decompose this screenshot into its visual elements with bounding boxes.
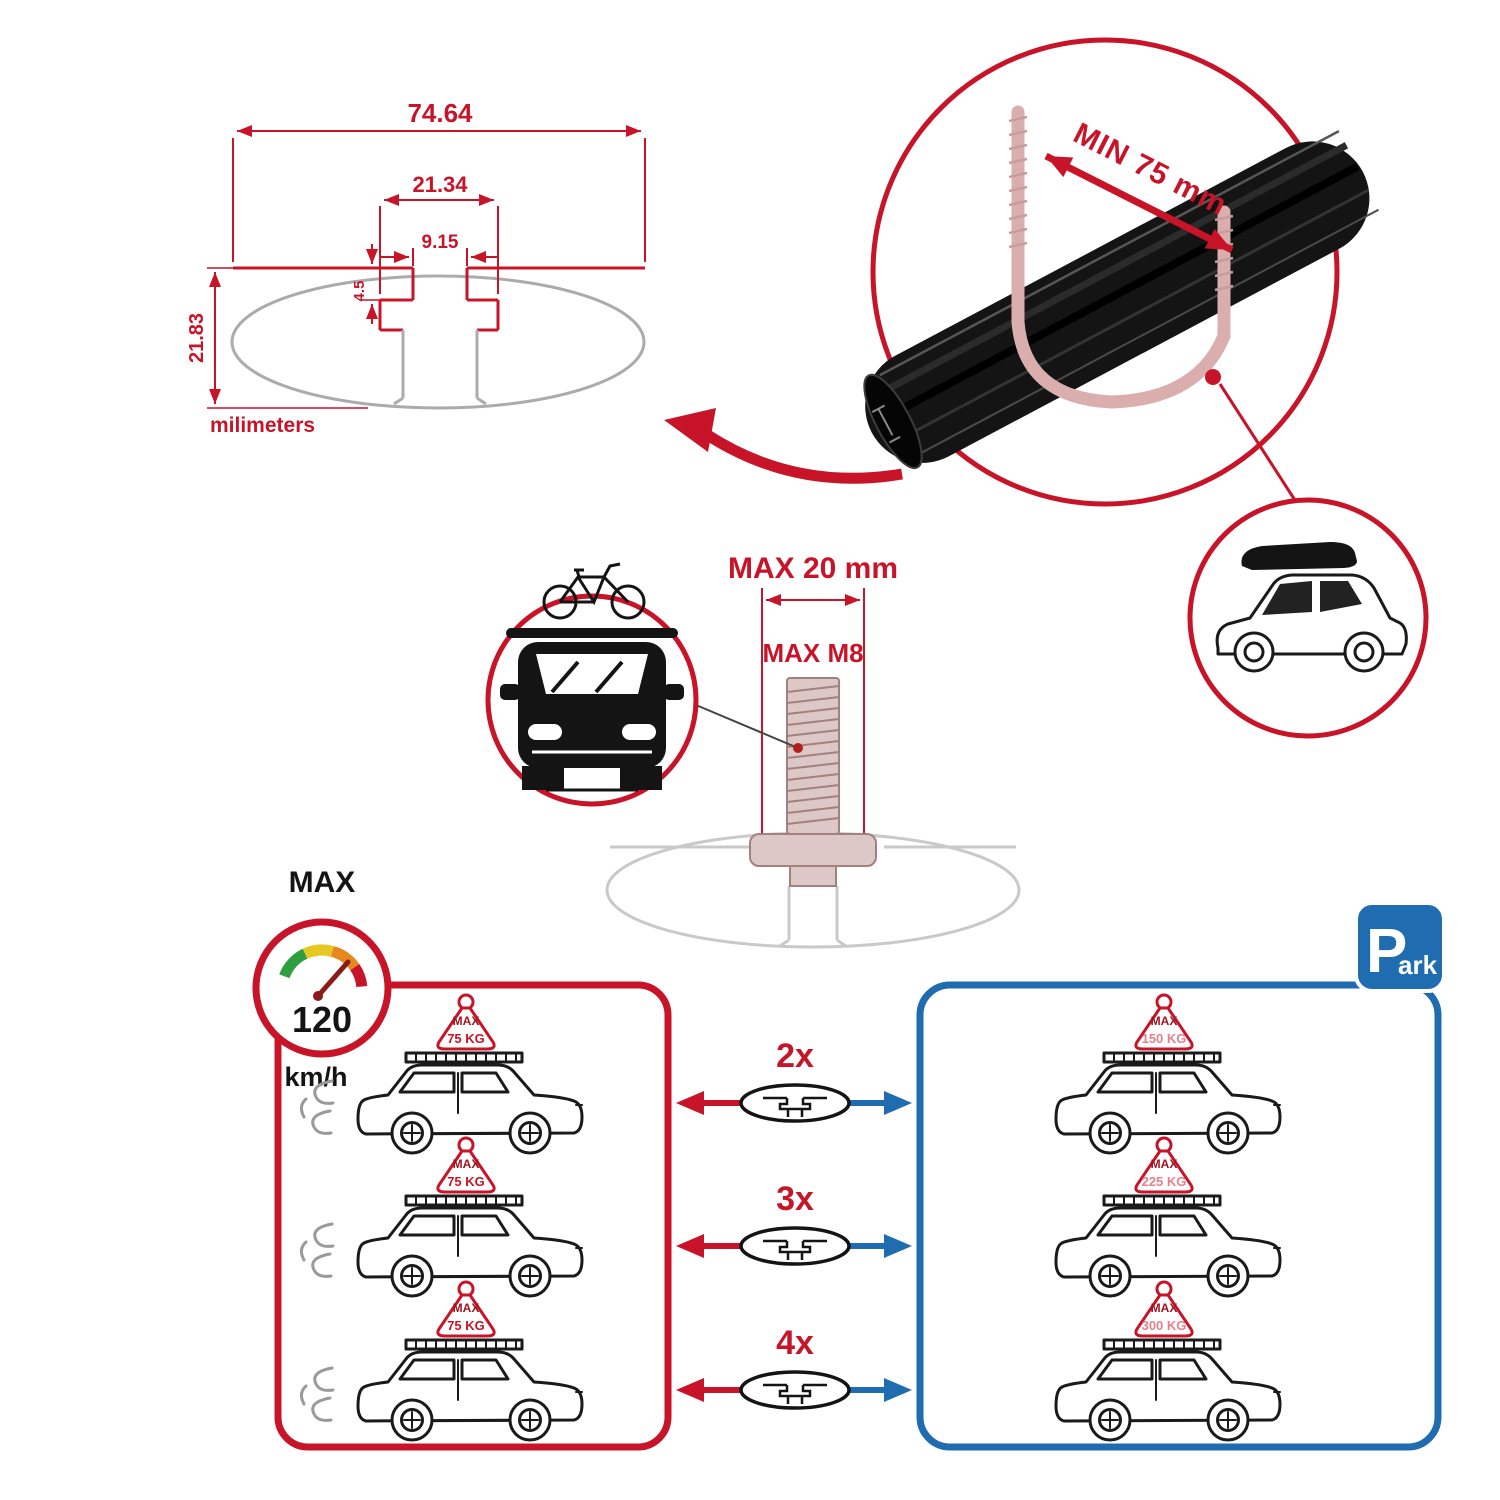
park-sign-suffix: ark — [1398, 950, 1438, 980]
leader-dot — [793, 743, 803, 753]
bar-section-icon — [739, 1370, 851, 1410]
load-tag-value: 75 KG — [447, 1318, 485, 1333]
bar-section-icon — [739, 1083, 851, 1123]
dim-slot-width-label: 9.15 — [422, 232, 459, 253]
arrow-right-head — [884, 1378, 912, 1402]
roof-crossbar — [506, 628, 678, 638]
bar-section-icon — [739, 1226, 851, 1266]
load-tag-title: MAX — [453, 1301, 480, 1315]
pointer-arrow-head — [664, 408, 716, 452]
load-tag-value: 75 KG — [447, 1031, 485, 1046]
park-sign-letter: P — [1366, 917, 1407, 986]
arrow-right-head — [884, 1234, 912, 1258]
crossbar-zoom-circle: MIN 75 mm — [863, 37, 1379, 509]
suv-wheel-front-hub — [1243, 641, 1265, 663]
t-slot-profile — [233, 266, 645, 332]
load-tag-value: 300 KG — [1142, 1318, 1187, 1333]
suv-window-front — [1262, 581, 1312, 615]
wipers — [550, 660, 624, 694]
arrow-left-head — [676, 1378, 704, 1402]
roof-box — [1241, 542, 1357, 570]
t-slot-stem — [393, 330, 487, 406]
row-3: MAX 75 KG 4x MAX 300 KG — [299, 1280, 1282, 1442]
arrow-right-head — [884, 1091, 912, 1115]
load-tag-title: MAX — [1151, 1301, 1178, 1315]
bar-count-label: 2x — [776, 1037, 814, 1075]
gauge-needle — [315, 959, 351, 999]
units-label: milimeters — [210, 414, 315, 437]
load-tag-title: MAX — [453, 1014, 480, 1028]
bar-count-label: 3x — [776, 1180, 814, 1218]
fixing-point-dot — [1205, 369, 1221, 385]
load-tag-value: 75 KG — [447, 1174, 485, 1189]
suv-wheel-rear-hub — [1353, 641, 1375, 663]
headlight-right — [622, 724, 656, 740]
ext-lines-total-width — [232, 138, 646, 262]
arrow-left-head — [676, 1091, 704, 1115]
pointer-arrow-shaft — [702, 429, 903, 484]
bar-section-slot — [763, 1096, 827, 1117]
ext-lines-bolt — [761, 588, 865, 850]
suv-wheel-rear — [1343, 631, 1385, 673]
car-mirror-right — [664, 684, 684, 700]
min-span-arrow — [1044, 152, 1234, 254]
comparison-section: P ark MAX 120 km/h MAX 75 KG 2x — [252, 866, 1446, 1451]
load-tag-value: 225 KG — [1142, 1174, 1187, 1189]
car-mirror-left — [500, 684, 520, 700]
bolt-max-thread-label: MAX M8 — [762, 638, 863, 668]
load-tag-value: 150 KG — [1142, 1031, 1187, 1046]
car-front-circle — [485, 562, 699, 807]
speed-value: 120 — [292, 999, 352, 1040]
bolt-diagram: MAX 20 mm MAX M8 — [605, 552, 1021, 949]
crossbar-3d — [863, 130, 1379, 470]
dim-channel-width-label: 21.34 — [412, 172, 468, 197]
speed-max-label: MAX — [289, 866, 356, 899]
gray-profile-stem — [779, 886, 847, 948]
load-tag-title: MAX — [1151, 1014, 1178, 1028]
ext-lines-slot-width — [412, 248, 468, 266]
bar-section-slot — [763, 1383, 827, 1404]
suv-window-rear — [1320, 581, 1362, 612]
suv-wheel-front — [1233, 631, 1275, 673]
arrow-left-head — [676, 1234, 704, 1258]
bolt-head — [789, 865, 837, 887]
load-tag-title: MAX — [453, 1157, 480, 1171]
bike-icon — [542, 562, 646, 620]
bar-count-label: 4x — [776, 1324, 814, 1362]
row-1: MAX 75 KG 2x MAX 150 KG — [299, 993, 1282, 1155]
u-bolt-strap — [1011, 205, 1231, 409]
park-sign: P ark — [1354, 901, 1446, 993]
dim-total-height-label: 21.83 — [186, 313, 208, 363]
roofbox-suv-circle — [1187, 497, 1429, 739]
crossbar-profile-ellipse — [230, 274, 646, 410]
dim-total-width-label: 74.64 — [407, 98, 473, 128]
bar-section-slot — [763, 1239, 827, 1260]
speed-limit-gauge: MAX 120 km/h — [252, 866, 392, 1092]
gauge-arcs — [279, 944, 368, 988]
row-2: MAX 75 KG 3x MAX 225 KG — [299, 1136, 1282, 1298]
car-wheel-left — [522, 766, 564, 790]
leader-to-suv-circle — [1218, 383, 1302, 509]
u-bolt-left-threads — [1008, 115, 1028, 249]
car-wheel-right — [620, 766, 662, 790]
bolt-flange — [749, 833, 877, 867]
headlight-left — [528, 724, 562, 740]
gauge-hub — [313, 991, 323, 1001]
dim-lip-height-label: 4.5 — [351, 281, 368, 302]
bolt-max-length-label: MAX 20 mm — [728, 552, 898, 585]
leader-to-bolt — [695, 704, 799, 749]
dimension-drawing: 74.64 21.34 9.15 4.5 21.83 milimeters — [186, 98, 903, 484]
bolt-threads — [786, 685, 840, 825]
ext-lines-total-height — [207, 267, 368, 409]
load-tag-title: MAX — [1151, 1157, 1178, 1171]
ext-lines-channel-width — [379, 206, 499, 294]
windshield — [536, 654, 648, 694]
